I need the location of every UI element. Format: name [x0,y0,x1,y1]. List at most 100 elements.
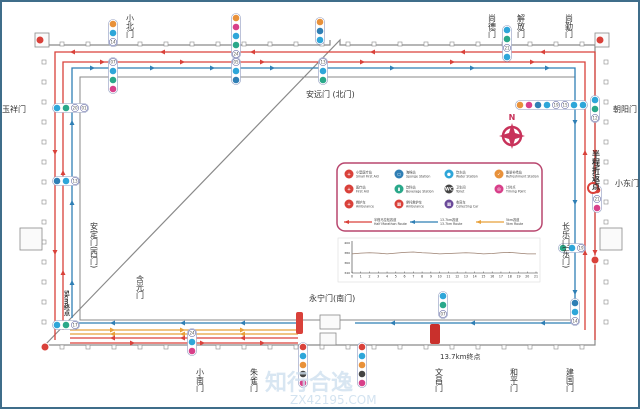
water-station-icon [503,26,511,34]
direction-arrow [260,59,265,65]
battlement [579,344,585,350]
station-cluster: 07 [108,57,118,94]
direction-arrow [370,49,375,55]
battlement [163,41,169,47]
water-station-icon [444,169,454,179]
first-aid-icon [344,184,354,194]
km-marker [571,317,579,325]
battlement [59,41,65,47]
turnaround-marker [587,182,599,194]
elevation-line [351,251,536,255]
direction-arrow [250,49,255,55]
battlement [59,344,65,350]
legend-route-en: 13.7km Route [440,222,462,226]
compass: N [499,113,525,149]
battlement [345,344,351,350]
legend-glyph: ▦ [447,203,451,208]
legend-label-cn: 卫生间 [456,185,466,190]
sponge-station-icon [316,27,324,35]
gate-tower [319,332,337,346]
x-tick-label: 21 [534,275,538,279]
km-marker [552,101,560,109]
battlement [41,279,47,285]
legend-glyph: ✓ [497,173,501,178]
x-tick-label: 18 [508,275,512,279]
refreshment-station-icon [358,361,366,369]
beverage-station-icon [591,105,599,113]
legend-label-en: Refreshment Station [506,175,539,179]
direction-arrow [70,49,75,55]
gate-jianguomen: 建国门 [566,367,575,393]
battlement [553,41,559,47]
beverage-station-icon [319,76,327,84]
legend-route-arrow [410,220,415,224]
gate-hanguangmen: 含光门 [136,274,145,300]
watermark-url: ZX42195.COM [290,393,377,407]
battlement [603,279,609,285]
timing-point-icon [188,347,196,355]
legend-route-arrow [344,220,349,224]
legend-label-en: Beverage Station [406,190,434,194]
battlement [189,41,195,47]
direction-arrow [180,59,185,65]
finish-13-7km: 13.7km终点 [440,352,480,361]
legend-label-en: Water Station [456,175,478,179]
gate-hepingmen: 和平门 [510,368,519,393]
legend-label-en: Ambulance [356,205,374,209]
km-marker-label: 14 [110,40,116,45]
station-cluster [315,17,325,45]
legend-glyph: WC [445,187,454,193]
finish-arch-5km-13-7km [296,312,303,334]
km-marker [109,38,117,46]
water-station-icon [570,101,578,109]
beverage-station-icon [62,104,70,112]
x-tick-label: 0 [351,275,353,279]
battlement [603,259,609,265]
beverage-station-icon [232,41,240,49]
direction-arrow [360,59,365,65]
station-cluster: 14 [108,19,118,47]
toilet-icon [358,370,366,378]
battlement [41,199,47,205]
water-station-icon [568,244,576,252]
direction-arrow [180,331,185,337]
battlement [41,299,47,305]
water-station-icon [109,29,117,37]
km-marker [591,114,599,122]
first-aid-icon [35,35,45,45]
water-station-icon [232,67,240,75]
km-marker-label: 15 [562,103,568,108]
battlement [267,41,273,47]
km-marker [593,195,601,203]
km-marker-label: 17 [72,323,78,328]
half-turnaround-point: 半程折返点 [592,149,601,191]
battlement [215,41,221,47]
battlement [553,344,559,350]
battlement [579,41,585,47]
legend-label-cn: 饮料站 [406,185,416,190]
battlement [41,259,47,265]
km-marker-label: 14 [572,319,578,324]
direction-arrow [100,59,105,65]
timing-point-icon [593,204,601,212]
legend-label-cn: 救护车 [356,200,366,205]
station-cluster [298,342,308,388]
battlement [41,59,47,65]
legend-route-cn: 半程马拉松赛道 [374,217,397,222]
x-tick-label: 13 [464,275,468,279]
gate-chaoyangmen: 朝阳门 [613,104,637,114]
cluster-pill [502,25,512,62]
km-marker-label: 21 [594,197,600,202]
x-tick-label: 3 [377,275,379,279]
x-tick-label: 20 [525,275,529,279]
direction-arrow [572,290,578,295]
gate-zhuquemen: 朱雀门 [250,367,259,393]
km-marker [439,310,447,318]
